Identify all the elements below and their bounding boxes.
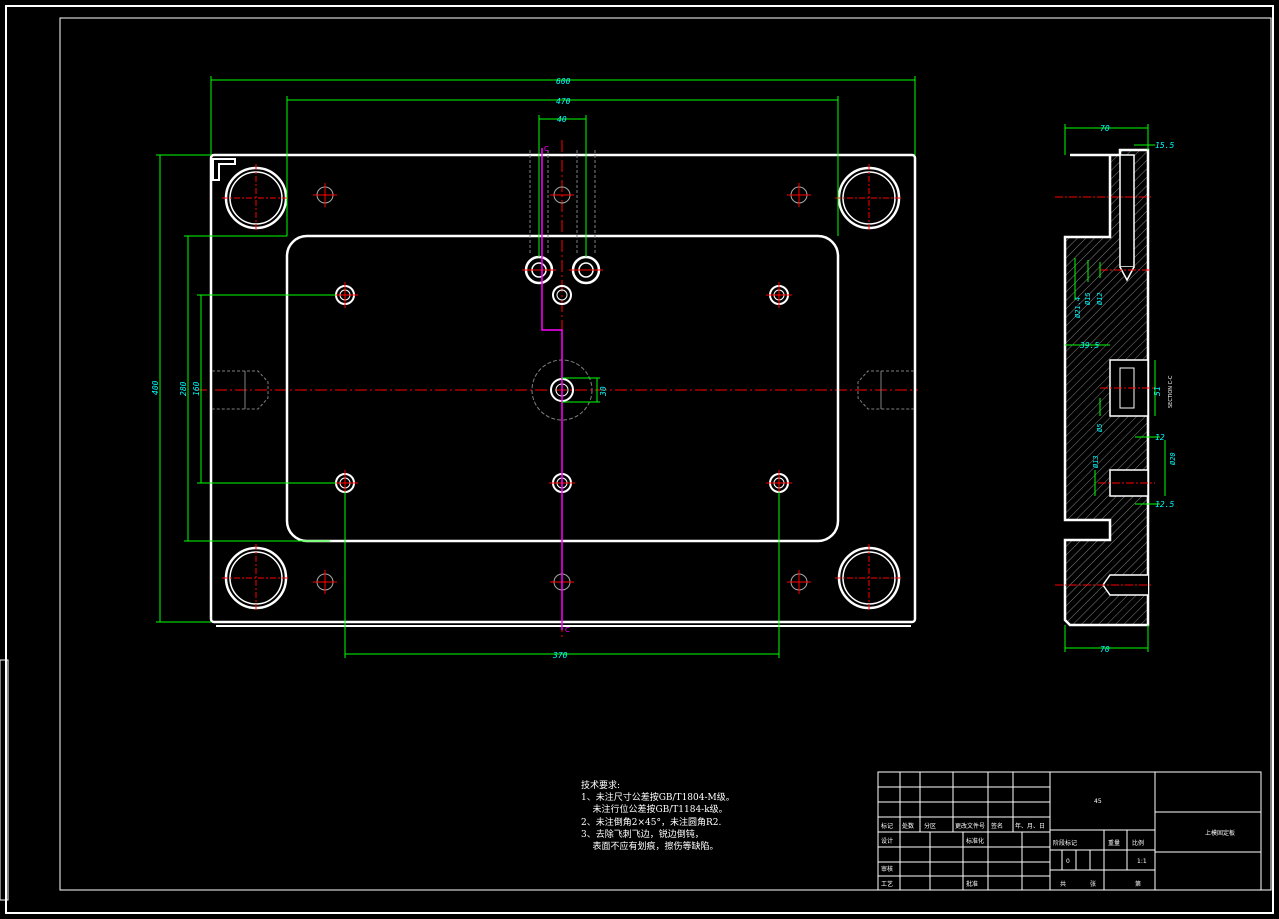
dim-side-dia-13: Ø13 bbox=[1092, 455, 1100, 468]
section-centerlines bbox=[1055, 196, 1155, 586]
dim-side-12-5: 12.5 bbox=[1155, 500, 1174, 509]
tb-standardize: 标准化 bbox=[966, 837, 984, 845]
sprue-hole-left bbox=[522, 255, 556, 285]
tb-process: 工艺 bbox=[881, 880, 893, 888]
left-binding-strip bbox=[0, 659, 9, 901]
dim-inner-width: 470 bbox=[556, 97, 571, 106]
notes-line-4: 3、去除飞刺飞边，锐边倒钝， bbox=[581, 829, 704, 840]
dim-side-top-width: 70 bbox=[1100, 124, 1110, 133]
notes-line-3: 2、未注倒角2×45°，未注圆角R2. bbox=[581, 817, 722, 828]
tb-sheet-num: 第 bbox=[1135, 880, 1141, 888]
notes-line-5: 表面不应有划痕，擦伤等缺陷。 bbox=[581, 842, 719, 853]
tapped-hole-b1 bbox=[313, 570, 337, 594]
side-hole-left bbox=[212, 370, 269, 410]
dim-side-dia-2: Ø15 bbox=[1084, 292, 1092, 305]
dim-side-bottom-width: 70 bbox=[1100, 645, 1110, 654]
tb-total: 共 bbox=[1060, 880, 1066, 888]
tb-label-count: 处数 bbox=[902, 822, 914, 830]
tb-weight: 重量 bbox=[1108, 839, 1120, 847]
dim-center-bore: 30 bbox=[599, 386, 608, 397]
tb-label-doc: 更改文件号 bbox=[955, 822, 985, 830]
notes-title: 技术要求: bbox=[581, 781, 621, 791]
dim-hole-spacing-y: 160 bbox=[192, 381, 201, 396]
front-view: C C 600 470 40 370 400 280 160 30 bbox=[151, 76, 918, 660]
corner-datum-mark bbox=[212, 158, 236, 181]
dim-side-depth: 39.5 bbox=[1079, 341, 1099, 350]
tb-scale: 1:1 bbox=[1137, 858, 1147, 865]
dim-side-12: 12 bbox=[1155, 433, 1165, 442]
technical-requirements: 技术要求: 1、未注尺寸公差按GB/T1804-M级。 未注行位公差按GB/T11… bbox=[581, 780, 735, 853]
section-view: 70 70 15.5 Ø21.4 Ø15 Ø12 39.5 51 SECTION… bbox=[1055, 124, 1177, 654]
guide-hole-tl bbox=[222, 164, 290, 232]
tb-label-mark: 标记 bbox=[881, 822, 893, 830]
tb-label-sign: 签名 bbox=[991, 822, 1003, 830]
tb-approve: 批准 bbox=[966, 880, 978, 888]
sprue-hole-right bbox=[569, 255, 603, 285]
guide-hole-tr bbox=[835, 164, 903, 232]
tb-designer: 设计 bbox=[881, 837, 893, 845]
tb-material: 45 bbox=[1094, 798, 1102, 805]
section-dimension-lines bbox=[1064, 124, 1166, 652]
guide-hole-br bbox=[835, 544, 903, 612]
tapped-hole-t3 bbox=[787, 183, 811, 207]
dimension-lines bbox=[156, 76, 916, 658]
tapped-hole-b3 bbox=[787, 570, 811, 594]
dim-overall-height: 400 bbox=[151, 380, 160, 395]
tb-part-name: 上模固定板 bbox=[1205, 829, 1235, 837]
section-label: SECTION C-C bbox=[1168, 375, 1174, 408]
tapped-hole-t2 bbox=[550, 186, 574, 204]
tb-label-zone: 分区 bbox=[924, 822, 936, 830]
plate-outline bbox=[209, 153, 917, 624]
title-block-text: 45 上模固定板 1:1 标记 处数 分区 更改文件号 签名 年、月、日 设计 … bbox=[881, 798, 1235, 888]
pocket-hole-2 bbox=[766, 282, 792, 308]
dim-side-height-51: 51 bbox=[1153, 386, 1162, 396]
dim-side-top-offset: 15.5 bbox=[1155, 141, 1174, 150]
notes-line-1: 1、未注尺寸公差按GB/T1804-M级。 bbox=[581, 793, 735, 804]
tb-reviewer: 审核 bbox=[881, 865, 893, 873]
tb-label-date: 年、月、日 bbox=[1015, 822, 1045, 830]
dim-inner-height: 280 bbox=[179, 381, 188, 396]
pocket-hole-6 bbox=[552, 285, 572, 305]
guide-hole-bl bbox=[222, 544, 290, 612]
tb-sheet: 张 bbox=[1090, 880, 1096, 888]
dim-hole-spacing-x: 370 bbox=[552, 651, 568, 660]
dim-slot-spacing: 40 bbox=[557, 115, 567, 124]
hidden-slots bbox=[529, 150, 596, 255]
tb-stage-mark: 阶段标记 bbox=[1053, 839, 1077, 847]
dim-side-dia-20: Ø20 bbox=[1169, 452, 1177, 465]
section-marker-top: C bbox=[544, 145, 549, 153]
tb-qty: 0 bbox=[1066, 858, 1070, 865]
title-block bbox=[877, 771, 1262, 891]
dim-side-dia-1: Ø21.4 bbox=[1074, 297, 1082, 318]
dim-side-small: Ø5 bbox=[1096, 424, 1104, 432]
dim-overall-width: 600 bbox=[556, 77, 571, 86]
side-hole-right bbox=[857, 370, 914, 410]
dim-side-dia-3: Ø12 bbox=[1096, 292, 1104, 305]
tapped-hole-t1 bbox=[313, 183, 337, 207]
inner-frame bbox=[59, 17, 1272, 891]
section-slot bbox=[1119, 154, 1135, 268]
notes-line-2: 未注行位公差按GB/T1184-k级。 bbox=[581, 805, 728, 816]
section-marker-bottom: C bbox=[565, 626, 570, 634]
outer-frame bbox=[5, 5, 1274, 914]
section-cut-line bbox=[541, 148, 563, 630]
tb-ratio: 比例 bbox=[1132, 839, 1144, 847]
